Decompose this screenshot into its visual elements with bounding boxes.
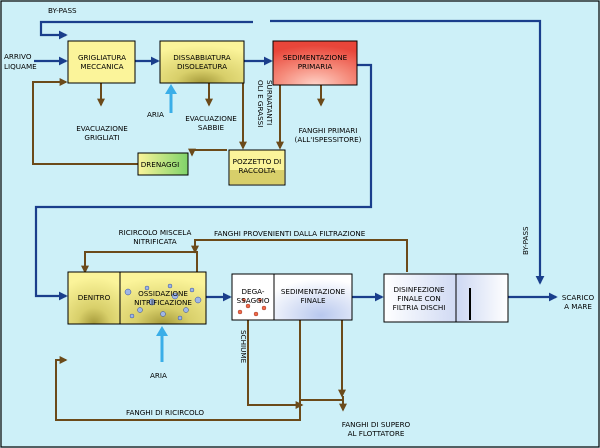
ricircolo-label-1: RICIRCOLO MISCELA: [119, 228, 192, 237]
inlet-label-1: ARRIVO: [4, 52, 32, 61]
oli-grassi-label-1: OLI E GRASSI: [256, 80, 265, 127]
drenaggi-return-line: [32, 78, 138, 165]
fanghi-supero-label-2: AL FLOTTATORE: [348, 429, 405, 438]
pozzetto-label-1: POZZETTO DI: [233, 157, 282, 166]
pozzetto-to-drenaggi-line: [188, 148, 227, 157]
primaria-outlet-pipe: [34, 63, 373, 301]
grigliatura-label-2: MECCANICA: [80, 62, 123, 71]
primaria-label-1: SEDIMENTAZIONE: [283, 53, 348, 62]
fanghi-supero-label-1: FANGHI DI SUPERO: [342, 420, 411, 429]
air-arrowhead-1: [165, 84, 177, 94]
fanghi-filtrazione-line: [191, 239, 408, 272]
primaria-label-2: PRIMARIA: [298, 62, 333, 71]
oli-grassi-label-2: SURNATANTI: [265, 80, 274, 125]
degassaggio-label-2: SSAGGIO: [237, 296, 270, 305]
bypass-right-label: BY-PASS: [521, 226, 530, 255]
pozzetto-water: [230, 170, 284, 184]
air-arrows: [160, 92, 173, 362]
evac-grigliati-label-1: EVACUAZIONE: [76, 124, 128, 133]
drenaggi-tank[interactable]: [137, 152, 189, 176]
scarico-label-2: A MARE: [564, 302, 592, 311]
oxid-label-1: OSSIDAZIONE: [138, 289, 188, 298]
disinfezione-label-3: FILTRIA DISCHI: [393, 303, 446, 312]
ricircolo-label-2: NITRIFICATA: [133, 237, 176, 246]
fanghi-ricircolo-label: FANGHI DI RICIRCOLO: [126, 408, 204, 417]
denitro-tank[interactable]: [67, 271, 121, 325]
evac-sabbie-label-2: SABBIE: [198, 123, 225, 132]
dissabbiatura-label-2: DISOLEATURA: [177, 62, 227, 71]
flow-pipes: [34, 19, 558, 302]
evac-sabbie-label-1: EVACUAZIONE: [185, 114, 237, 123]
aria-label-2: ARIA: [150, 371, 167, 380]
pozzetto-label-2: RACCOLTA: [239, 166, 276, 175]
scarico-label-1: SCARICO: [562, 293, 595, 302]
sludge-lines: [32, 72, 408, 421]
schiume-line: [247, 320, 304, 409]
sed-finale-label-2: FINALE: [300, 296, 326, 305]
ricircolo-miscela-line: [81, 251, 198, 274]
sed-finale-tank[interactable]: [273, 273, 353, 321]
drenaggi-label: DRENAGGI: [141, 160, 180, 169]
fanghi-primari-label-1: FANGHI PRIMARI: [299, 126, 358, 135]
disinfezione-label-1: DISINFEZIONE: [393, 285, 444, 294]
fanghi-supero-line: [300, 396, 347, 412]
grigliatura-label-1: GRIGLIATURA: [78, 53, 126, 62]
evac-grigliati-label-2: GRIGLIATI: [84, 133, 119, 142]
right-bypass-pipe: [270, 19, 545, 285]
fanghi-filtrazione-label: FANGHI PROVENIENTI DALLA FILTRAZIONE: [214, 229, 366, 238]
primaria-tank[interactable]: [272, 40, 358, 86]
grigliatura-tank[interactable]: [67, 40, 136, 84]
inlet-label-2: LIQUAME: [4, 62, 37, 71]
dissabbiatura-label-1: DISSABBIATURA: [173, 53, 231, 62]
fanghi-primari-label-2: (ALL'ISPESSITORE): [295, 135, 362, 144]
dissabbiatura-tank[interactable]: [159, 40, 245, 84]
air-arrowhead-2: [156, 326, 168, 336]
oxid-bubbles: [124, 283, 202, 321]
fanghi-ricircolo-line: [55, 320, 301, 421]
disinfezione-label-2: FINALE CON: [397, 294, 440, 303]
bypass-top-label: BY-PASS: [48, 6, 77, 15]
sed-finale-label-1: SEDIMENTAZIONE: [281, 287, 346, 296]
aria-label-1: ARIA: [147, 110, 164, 119]
degassaggio-label-1: DEGA-: [242, 287, 265, 296]
top-bypass-pipe: [39, 20, 253, 40]
degassaggio-bubbles: [237, 298, 267, 317]
denitro-label: DENITRO: [78, 293, 111, 302]
oxid-label-2: NITRIFICAZIONE: [134, 298, 192, 307]
schiume-label: SCHIUME: [239, 330, 248, 364]
disinfezione-tank[interactable]: [383, 273, 509, 323]
